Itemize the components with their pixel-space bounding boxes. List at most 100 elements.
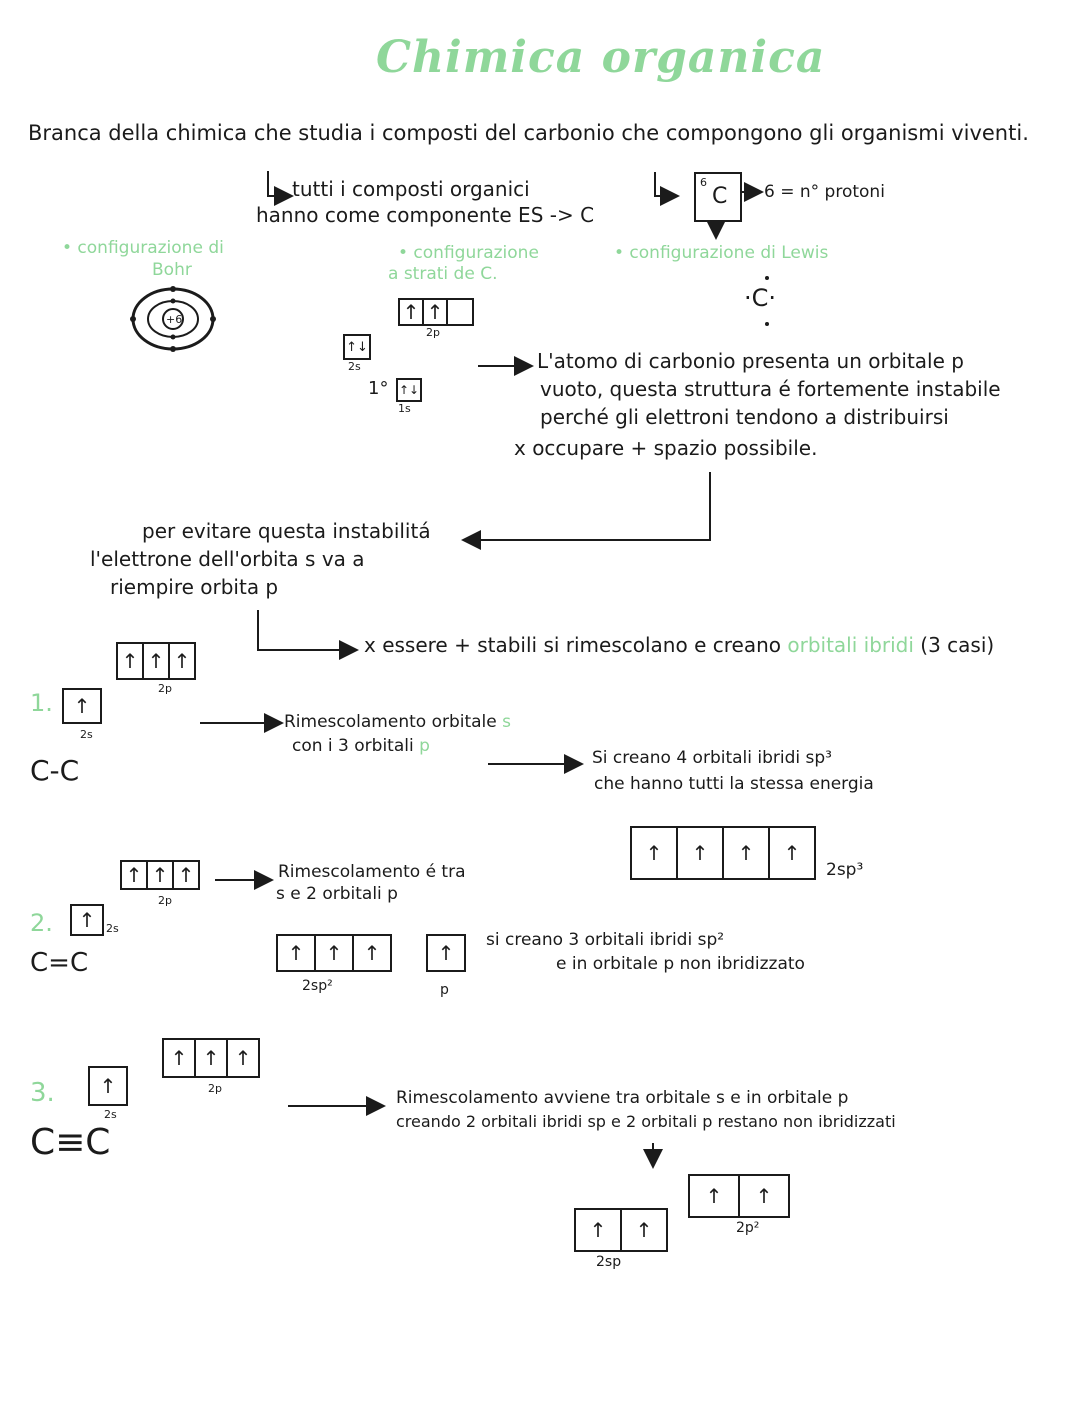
note-evitare-1: per evitare questa instabilitá [142,519,431,543]
orbital-1s-ground: ↑↓ [396,378,422,402]
case2-label-2p: 2p [158,894,172,907]
config-lewis-label: • configurazione di Lewis [614,243,829,263]
case3-text-2: creando 2 orbitali ibridi sp e 2 orbital… [396,1112,896,1131]
note-composti-2: hanno come componente ES -> C [256,203,595,227]
case3-orbital-2sp: ↑ ↑ [574,1208,668,1252]
case2-result-1: si creano 3 orbitali ibridi sp² [486,930,725,950]
orbital-cell: ↑ [144,644,170,678]
case2-orbital-2p: ↑ ↑ ↑ [120,860,200,890]
lewis-dot-top [765,276,769,280]
note-stabili-end: (3 casi) [920,633,995,657]
case2-label-p: p [440,982,449,998]
case3-orbital-2p: ↑ ↑ ↑ [162,1038,260,1078]
orbital-cell: ↑ [122,862,148,888]
lewis-dot-bottom [765,322,769,326]
case3-label-2sp: 2sp [596,1254,622,1270]
case2-label-2sp2: 2sp² [302,978,333,994]
case2-label-2s: 2s [106,922,119,935]
orbital-cell: ↑ [316,936,354,970]
note-stabili-text: x essere + stabili si rimescolano e crea… [364,633,781,657]
orbital-cell: ↑ [363,941,381,965]
case2-orbital-2s: ↑ [70,904,104,936]
intro-text: Branca della chimica che studia i compos… [28,121,1029,145]
label-2s-ground: 2s [348,360,361,373]
label-1s-ground: 1s [398,402,411,415]
config-bohr-label-2: Bohr [152,260,192,280]
carbon-protons: 6 = n° protoni [764,182,885,202]
case1-result-1: Si creano 4 orbitali ibridi sp³ [592,748,833,768]
carbon-element-box: 6 C [694,172,742,222]
case2-orbital-p: ↑ [426,934,466,972]
orbital-cell: ↑ [278,936,316,970]
orbital-cell: ↑ [632,828,678,878]
case1-text-1: Rimescolamento orbitale s [284,712,511,732]
orbital-2p-ground: ↑ ↑ [398,298,474,326]
case1-label-2p: 2p [158,682,172,695]
bohr-diagram-icon [130,286,216,352]
case2-orbital-2sp2: ↑ ↑ ↑ [276,934,392,972]
page-title: Chimica organica [376,32,826,83]
case3-orbital-2s: ↑ [88,1066,128,1106]
case1-orbital-2sp3: ↑ ↑ ↑ ↑ [630,826,816,880]
lewis-structure: ·C· [744,284,777,312]
case3-label-2p: 2p [208,1082,222,1095]
case2-text-1: Rimescolamento é tra [278,862,466,882]
carbon-atomic-number: 6 [700,176,707,189]
note-vuoto-4: x occupare + spazio possibile. [514,436,818,460]
case2-number: 2. [30,909,53,937]
case1-orbital-2p: ↑ ↑ ↑ [116,642,196,680]
orbital-cell: ↑ [635,1218,653,1242]
case1-text-s: s [502,712,511,732]
case1-text-2-main: con i 3 orbitali [292,736,414,756]
case3-text-1: Rimescolamento avviene tra orbitale s e … [396,1088,849,1108]
config-strati-label-1: • configurazione [398,243,539,263]
case1-orbital-2s: ↑ [62,688,102,724]
orbital-cell: ↑ [724,828,770,878]
case1-text-p: p [419,736,430,756]
orbital-cell: ↑ [78,908,96,932]
orbital-cell: ↑↓ [398,383,420,397]
case1-label-2sp3: 2sp³ [826,860,864,880]
label-2p-ground: 2p [426,326,440,339]
orbital-cell: ↑↓ [346,339,368,355]
case2-result-2: e in orbitale p non ibridizzato [556,954,805,974]
note-vuoto-3: perché gli elettroni tendono a distribui… [540,405,949,429]
orbital-cell: ↑ [173,649,191,673]
note-vuoto-2: vuoto, questa struttura é fortemente ins… [540,377,1001,401]
note-composti-1: tutti i composti organici [292,177,530,201]
orbital-cell: ↑ [73,694,91,718]
orbital-cell: ↑ [164,1040,196,1076]
orbital-cell: ↑ [783,841,801,865]
case3-bond: C≡C [30,1122,111,1163]
case1-label-2s: 2s [80,728,93,741]
case1-text-2: con i 3 orbitali p [292,736,430,756]
orbital-cell: ↑ [400,300,424,324]
orbital-cell: ↑ [755,1184,773,1208]
orbital-cell: ↑ [576,1210,622,1250]
case2-bond: C=C [30,948,89,978]
label-1deg: 1° [368,378,389,399]
config-bohr-label-1: • configurazione di [62,238,224,258]
orbital-cell: ↑ [196,1040,228,1076]
orbital-cell: ↑ [118,644,144,678]
case1-bond: C-C [30,754,80,787]
orbital-cell: ↑ [678,828,724,878]
case3-label-2p2: 2p² [736,1220,760,1236]
orbital-2s-ground: ↑↓ [343,334,371,360]
config-strati-label-2: a strati de C. [388,264,498,284]
orbital-cell: ↑ [148,862,174,888]
note-stabili-highlight: orbitali ibridi [787,633,914,657]
case1-number: 1. [30,689,53,717]
orbital-cell: ↑ [437,941,455,965]
case3-label-2s: 2s [104,1108,117,1121]
orbital-cell [448,300,472,324]
note-evitare-2: l'elettrone dell'orbita s va a [90,547,365,571]
case3-number: 3. [30,1078,55,1108]
note-stabili: x essere + stabili si rimescolano e crea… [364,632,994,658]
note-evitare-3: riempire orbita p [110,575,279,599]
case1-text-1-main: Rimescolamento orbitale [284,712,497,732]
case1-result-2: che hanno tutti la stessa energia [594,774,874,794]
orbital-cell: ↑ [690,1176,740,1216]
bohr-nucleus: +6 [166,313,183,326]
